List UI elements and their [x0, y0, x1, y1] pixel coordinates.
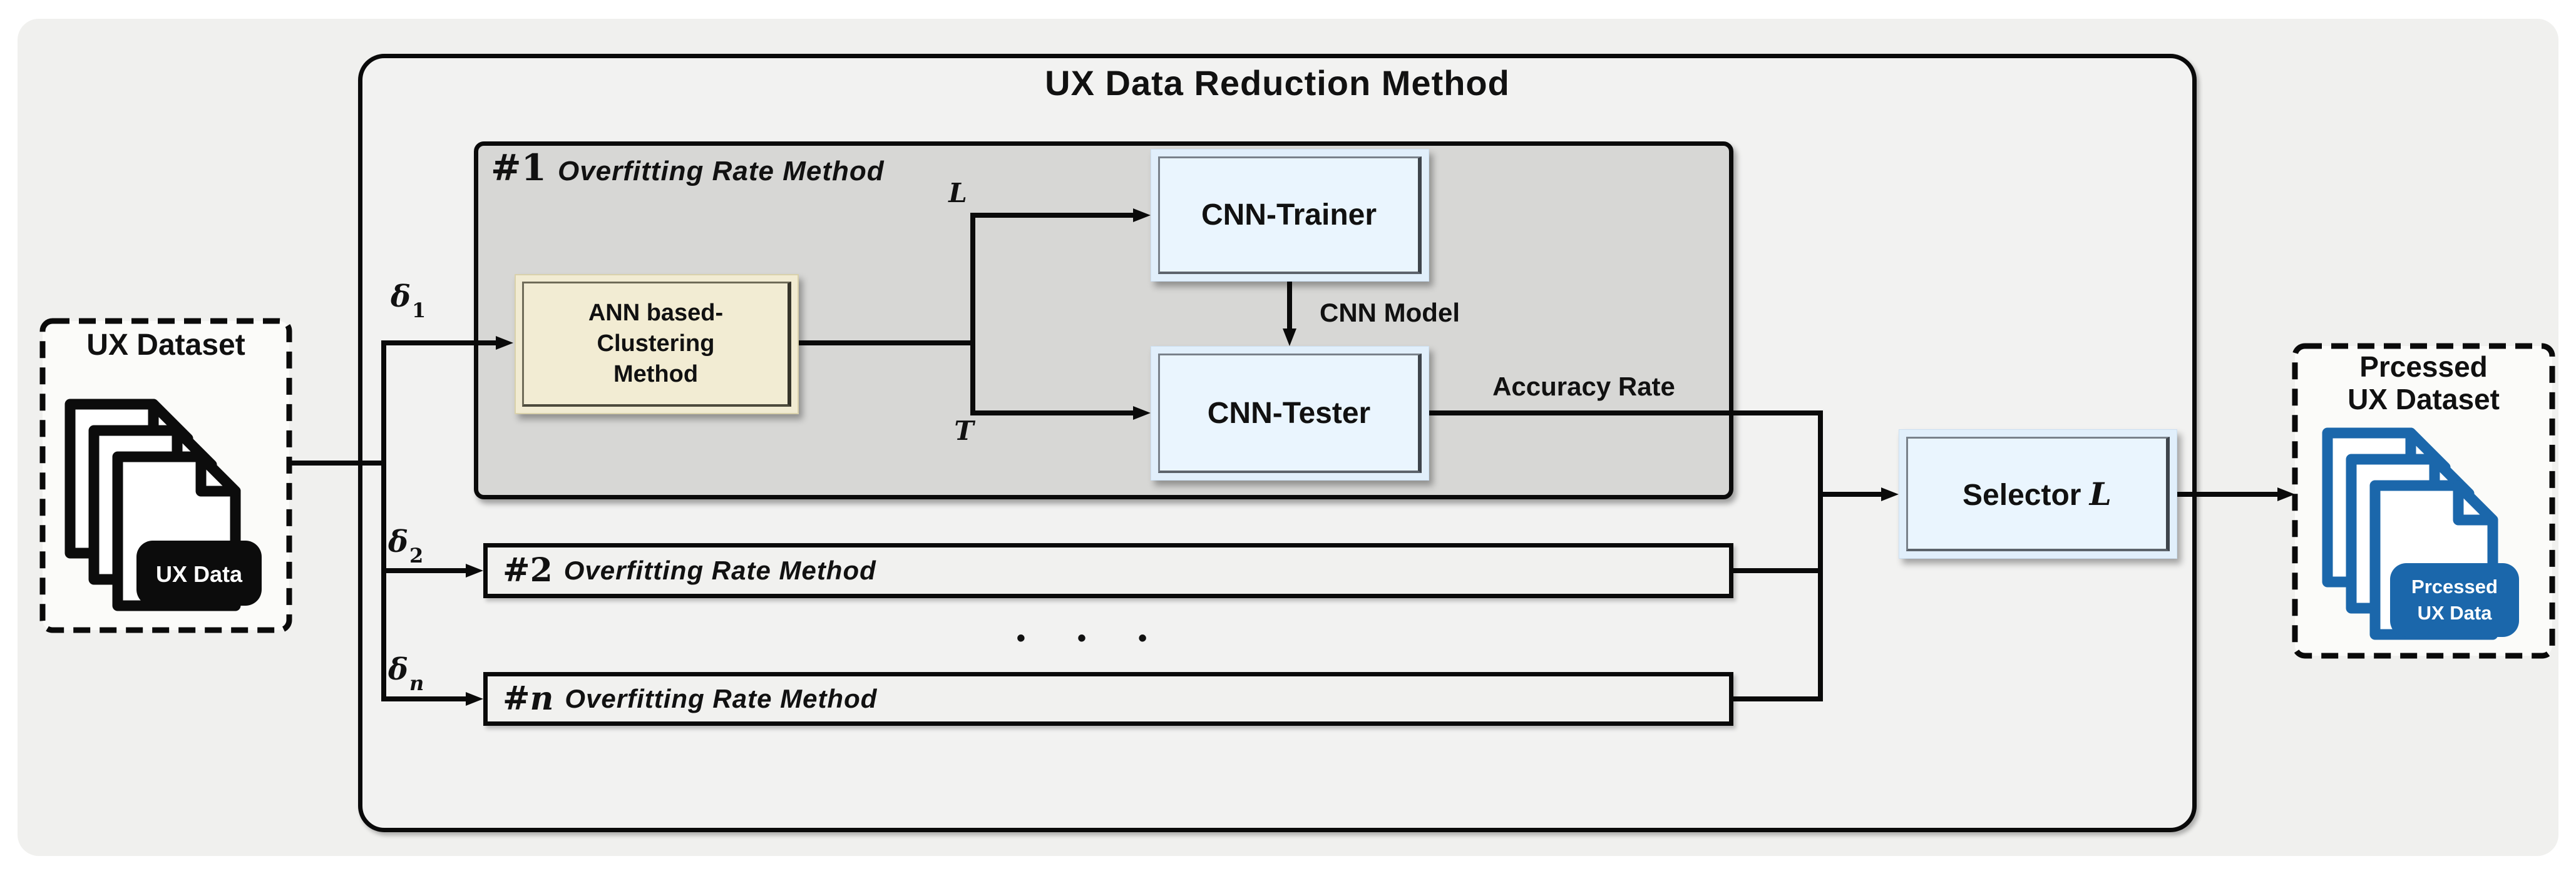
method-2-prefix: #2 [503, 551, 553, 589]
ann-clustering-box: ANN based- Clustering Method [515, 274, 799, 414]
delta-1-label: δ1 [391, 279, 426, 322]
cnn-tester-box: CNN-Tester [1151, 346, 1429, 481]
processed-ux-data-badge-line2: UX Data [2418, 602, 2493, 624]
method-n-prefix: #n [503, 680, 554, 718]
test-split-label: T [954, 415, 974, 446]
ux-dataset-icon-wrap: UX Data [63, 398, 275, 623]
cnn-tester-box-core: CNN-Tester [1158, 354, 1422, 473]
train-split-label: L [948, 178, 967, 208]
document-stack-blue-icon: Prcessed UX Data [2322, 427, 2519, 640]
selector-label: Selector L [1963, 475, 2112, 512]
document-stack-icon: UX Data [64, 399, 262, 611]
cnn-trainer-box-core: CNN-Trainer [1158, 156, 1422, 274]
processed-ux-data-badge [2390, 563, 2519, 637]
delta-2-label: δ2 [388, 524, 424, 568]
processed-ux-dataset-icon-wrap: Prcessed UX Data [2320, 427, 2533, 652]
cnn-model-label: CNN Model [1320, 298, 1460, 327]
method-2-label: Overfitting Rate Method [563, 556, 876, 585]
cnn-tester-label: CNN-Tester [1207, 396, 1371, 430]
cnn-trainer-label: CNN-Trainer [1201, 198, 1377, 232]
processed-ux-dataset-title-line1: Prcessed [2359, 350, 2488, 383]
accuracy-rate-label: Accuracy Rate [1492, 372, 1675, 401]
method-n-label: Overfitting Rate Method [565, 684, 878, 713]
method-n-row: #n Overfitting Rate Method [483, 672, 1733, 726]
diagram-title: UX Data Reduction Method [1045, 63, 1510, 103]
method-1-prefix: #1 [491, 146, 547, 189]
processed-ux-dataset-title-line2: UX Dataset [2348, 383, 2500, 415]
cnn-trainer-box: CNN-Trainer [1151, 149, 1429, 282]
method-2-row: #2 Overfitting Rate Method [483, 543, 1733, 598]
ellipsis-dots: • • • [1016, 624, 1170, 652]
delta-n-label: δn [388, 652, 424, 695]
selector-box-core: Selector L [1906, 437, 2170, 551]
processed-ux-data-badge-line1: Prcessed [2411, 576, 2498, 598]
ux-dataset-title: UX Dataset [86, 328, 245, 362]
method-1-label: Overfitting Rate Method [557, 156, 885, 186]
method-1-heading: #1 Overfitting Rate Method [491, 150, 885, 187]
selector-variable: L [2089, 475, 2112, 512]
ann-clustering-label: ANN based- Clustering Method [588, 300, 724, 387]
ann-clustering-box-core: ANN based- Clustering Method [522, 282, 791, 407]
processed-ux-dataset-title: Prcessed UX Dataset [2295, 350, 2552, 415]
ux-data-badge-label: UX Data [156, 561, 243, 587]
selector-box: Selector L [1899, 429, 2177, 559]
